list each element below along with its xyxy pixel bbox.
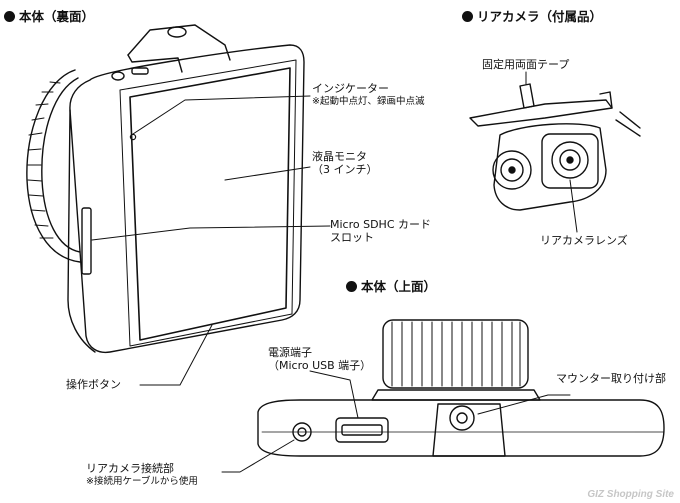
indicator-label: インジケーター ※起動中点灯、録画中点滅: [312, 82, 424, 108]
sd-slot-label: Micro SDHC カード スロット: [330, 218, 431, 244]
bullet-icon: [4, 11, 15, 22]
section-title-back-view: 本体（裏面）: [4, 6, 94, 25]
bullet-icon: [346, 281, 357, 292]
rear-camera-drawing: [469, 83, 641, 211]
bullet-icon: [462, 11, 473, 22]
power-terminal-label-line2: （Micro USB 端子）: [268, 359, 372, 372]
indicator-label-text: インジケーター: [312, 82, 389, 95]
section-title-rear-camera-text: リアカメラ（付属品）: [477, 9, 603, 24]
main-unit-top-drawing: [257, 319, 665, 457]
watermark: GIZ Shopping Site: [587, 489, 674, 500]
sd-slot-label-line1: Micro SDHC カード: [330, 218, 432, 231]
monitor-label: 液晶モニタ （3 インチ）: [312, 150, 378, 176]
leader-lines: [91, 71, 578, 473]
power-terminal-label: 電源端子 （Micro USB 端子）: [268, 346, 371, 372]
monitor-size-text: （3 インチ）: [312, 163, 378, 176]
double-tape-label-text: 固定用両面テープ: [482, 58, 570, 71]
section-title-back-view-text: 本体（裏面）: [19, 9, 95, 24]
rear-connector-note: ※接続用ケーブルから使用: [86, 476, 198, 487]
mount-part-label: マウンター取り付け部: [556, 372, 666, 385]
rear-connector-label: リアカメラ接続部 ※接続用ケーブルから使用: [86, 462, 198, 488]
operation-buttons-label: 操作ボタン: [66, 378, 121, 391]
double-tape-label: 固定用両面テープ: [482, 58, 569, 71]
indicator-note: ※起動中点灯、録画中点滅: [312, 96, 425, 107]
section-title-rear-camera: リアカメラ（付属品）: [462, 6, 602, 25]
main-unit-back-drawing: [26, 24, 305, 354]
power-terminal-label-line1: 電源端子: [268, 346, 312, 359]
rear-lens-label: リアカメラレンズ: [540, 234, 628, 247]
mount-part-label-text: マウンター取り付け部: [556, 372, 666, 385]
section-title-top-view-text: 本体（上面）: [361, 279, 437, 294]
section-title-top-view: 本体（上面）: [346, 276, 436, 295]
operation-buttons-label-text: 操作ボタン: [66, 378, 121, 391]
rear-lens-label-text: リアカメラレンズ: [540, 234, 628, 247]
monitor-label-text: 液晶モニタ: [312, 150, 367, 163]
sd-slot-label-line2: スロット: [330, 231, 374, 244]
rear-connector-label-text: リアカメラ接続部: [86, 462, 174, 475]
